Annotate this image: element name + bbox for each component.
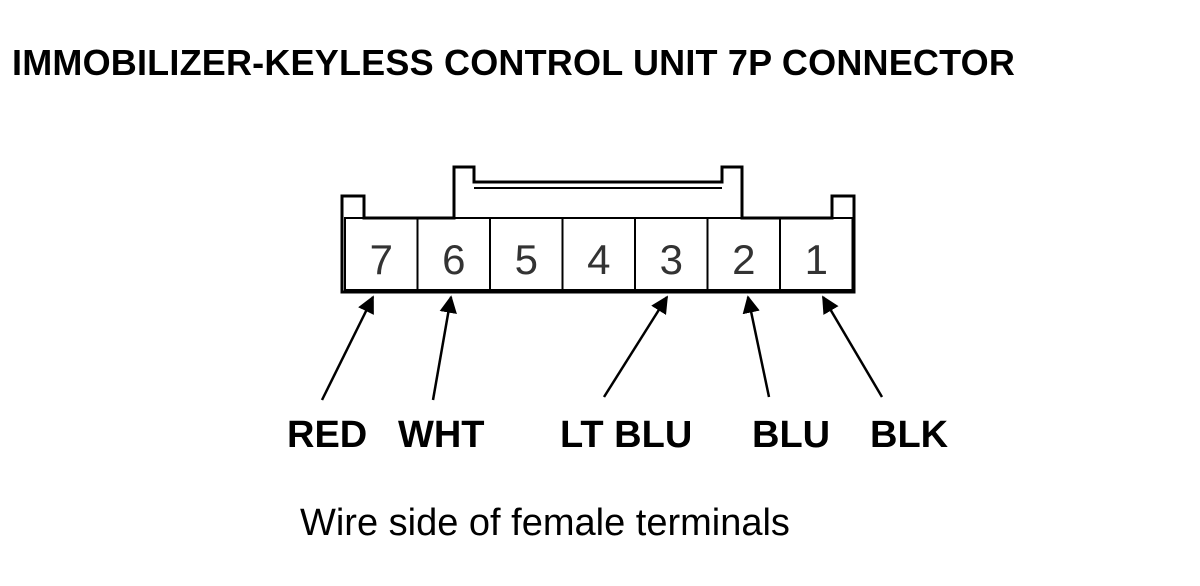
- wire-arrows: [320, 295, 884, 401]
- arrow-pin-6: [431, 295, 457, 401]
- arrow-pin-7: [320, 295, 375, 401]
- arrow-pin-1: [821, 295, 884, 398]
- wire-label-blk: BLK: [870, 414, 949, 456]
- pin-cells: 7 6 5 4 3 2 1: [344, 217, 854, 291]
- pin-cell-1: [779, 217, 854, 291]
- wire-label-blu: BLU: [752, 414, 830, 456]
- pin-number-5: 5: [515, 236, 538, 283]
- diagram-caption: Wire side of female terminals: [300, 502, 790, 544]
- wire-label-red: RED: [287, 414, 367, 456]
- arrow-pin-3: [602, 295, 669, 398]
- arrow-pin-2: [742, 295, 771, 398]
- diagram-title: IMMOBILIZER-KEYLESS CONTROL UNIT 7P CONN…: [12, 42, 1016, 83]
- pin-number-4: 4: [587, 236, 610, 283]
- pin-number-6: 6: [442, 236, 465, 283]
- wire-label-lt-blu: LT BLU: [560, 414, 692, 456]
- pin-number-2: 2: [732, 236, 755, 283]
- pin-number-3: 3: [660, 236, 683, 283]
- wire-label-wht: WHT: [398, 414, 485, 456]
- connector-housing: [340, 165, 856, 294]
- pin-number-7: 7: [370, 236, 393, 283]
- pin-number-1: 1: [805, 236, 828, 283]
